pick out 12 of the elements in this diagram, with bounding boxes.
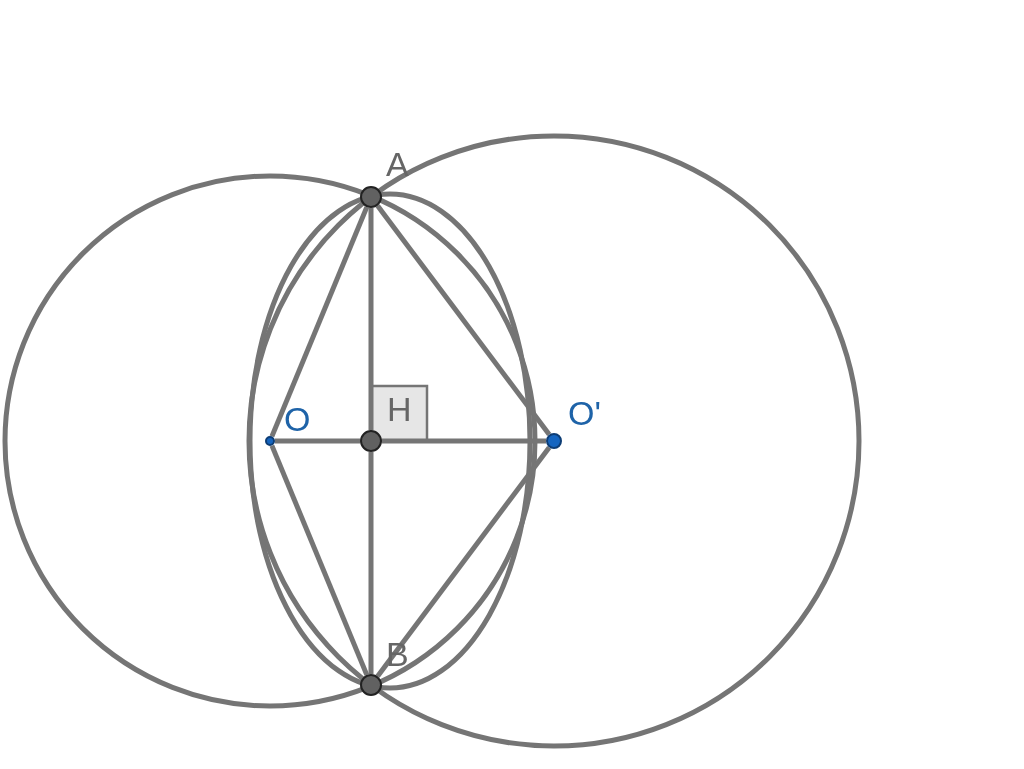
line-segment xyxy=(275,438,360,444)
line-segment xyxy=(368,208,374,430)
line-segment xyxy=(269,444,370,676)
line-segment xyxy=(375,204,552,437)
point-label: O xyxy=(284,402,311,436)
line-segment xyxy=(382,438,546,444)
point-label: A xyxy=(386,147,409,181)
line-segment xyxy=(375,445,552,678)
point-label: H xyxy=(387,392,412,426)
line-segment xyxy=(368,452,374,674)
line-segment xyxy=(269,206,370,438)
point-label: O' xyxy=(568,396,601,430)
